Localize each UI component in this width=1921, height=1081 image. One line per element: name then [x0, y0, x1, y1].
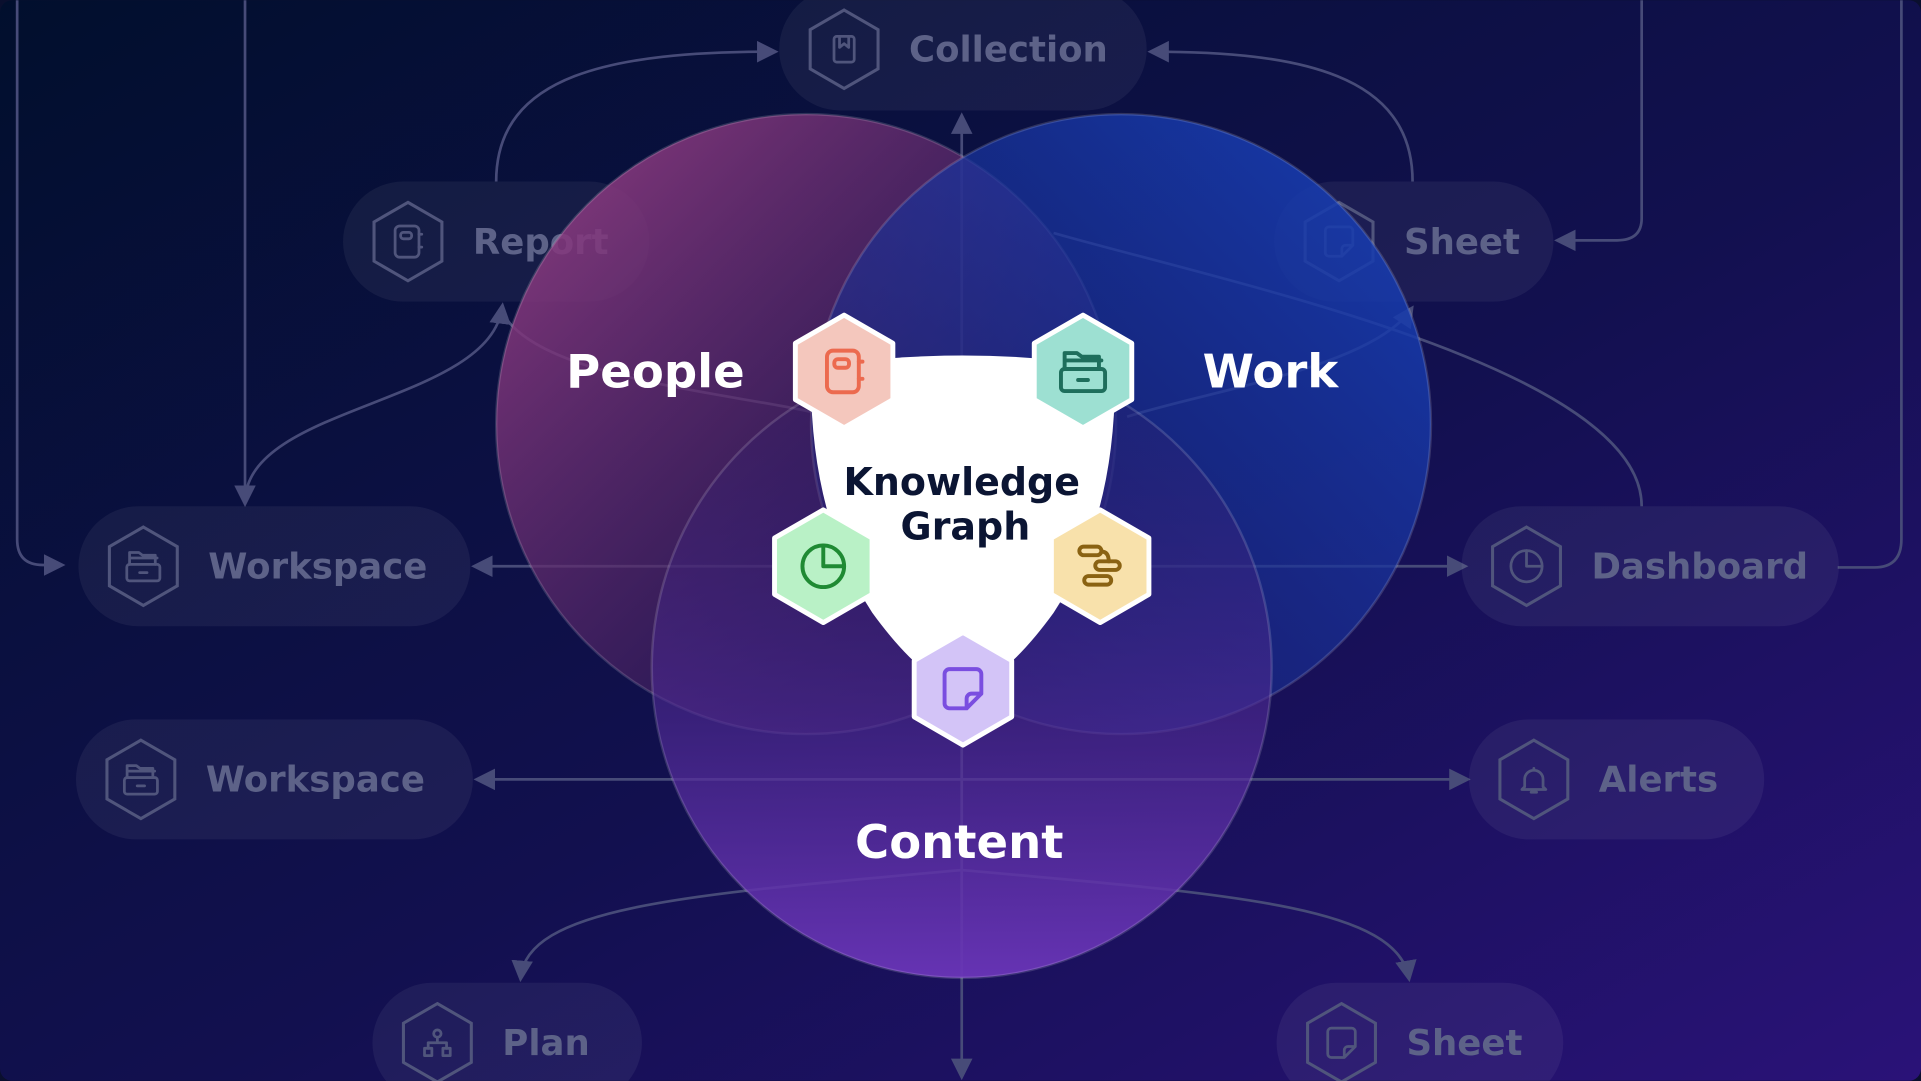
- node-alerts[interactable]: Alerts: [1468, 719, 1765, 840]
- hexagon-outline-icon: [401, 1001, 473, 1081]
- bookmark-book-icon: [832, 34, 856, 64]
- node-label: Collection: [909, 29, 1108, 70]
- node-sheet-bottom[interactable]: Sheet: [1276, 982, 1564, 1081]
- node-collection[interactable]: Collection: [779, 0, 1147, 111]
- archive-box-icon: [125, 551, 162, 583]
- node-workspace-1[interactable]: Workspace: [78, 506, 471, 627]
- connector: [1147, 40, 1414, 182]
- knowledge-graph-shape: [810, 355, 1115, 693]
- hexagon-outline-icon: [372, 200, 444, 283]
- content-label: Content: [855, 815, 1063, 869]
- node-label: Sheet: [1404, 222, 1520, 263]
- node-label: Workspace: [206, 760, 425, 801]
- sticky-note-icon: [1326, 1026, 1357, 1059]
- connector: [1837, 0, 1903, 569]
- people-label: People: [566, 344, 745, 398]
- hexagon-outline-icon: [107, 525, 179, 608]
- node-pill: [78, 506, 471, 627]
- hexagon-outline-icon: [1498, 738, 1570, 821]
- hierarchy-icon: [423, 1028, 452, 1058]
- connector: [234, 302, 511, 507]
- pie-chart-icon: [800, 543, 847, 590]
- hexagon-badge: [1031, 312, 1135, 431]
- hex-sticky-note-icon: [911, 629, 1015, 748]
- hex-timeline-icon: [1048, 507, 1152, 626]
- node-label: Alerts: [1599, 760, 1718, 801]
- node-label: Dashboard: [1591, 546, 1808, 587]
- node-pill: [779, 0, 1147, 111]
- node-workspace-2[interactable]: Workspace: [75, 719, 473, 840]
- connector: [15, 0, 66, 576]
- notebook-icon: [393, 224, 424, 259]
- node-pill: [1461, 506, 1839, 627]
- archive-box-icon: [1059, 351, 1108, 393]
- connector: [494, 40, 779, 182]
- kg-title-line2: Graph: [901, 504, 1031, 548]
- node-pill: [1468, 719, 1765, 840]
- hexagon-badge: [792, 312, 896, 431]
- node-pill: [75, 719, 473, 840]
- hex-notebook-icon: [792, 312, 896, 431]
- node-dashboard[interactable]: Dashboard: [1461, 506, 1839, 627]
- work-label: Work: [1203, 344, 1340, 398]
- pie-chart-icon: [1509, 549, 1544, 584]
- node-label: Sheet: [1406, 1023, 1522, 1064]
- node-plan[interactable]: Plan: [372, 982, 642, 1081]
- sticky-note-icon: [942, 667, 984, 711]
- hex-archive-box-icon: [1031, 312, 1135, 431]
- node-label: Plan: [502, 1023, 589, 1064]
- node-label: Workspace: [208, 546, 427, 587]
- archive-box-icon: [122, 764, 159, 796]
- hexagon-outline-icon: [808, 8, 880, 91]
- hexagon-outline-icon: [1491, 525, 1562, 608]
- hexagon-badge: [1048, 507, 1152, 626]
- timeline-icon: [1077, 544, 1122, 587]
- kg-title-line1: Knowledge: [843, 460, 1080, 504]
- hexagon-badge: [911, 629, 1015, 748]
- notebook-icon: [825, 348, 865, 395]
- connector: [1554, 0, 1644, 252]
- bell-icon: [1520, 766, 1548, 794]
- hexagon-outline-icon: [105, 738, 177, 821]
- hexagon-outline-icon: [1306, 1001, 1377, 1081]
- hex-pie-chart-icon: [772, 507, 875, 626]
- node-pill: [372, 982, 642, 1081]
